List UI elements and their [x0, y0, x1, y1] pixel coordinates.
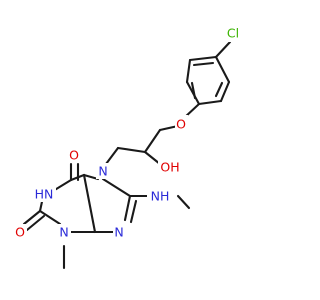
atom-cl-label: Cl	[227, 26, 239, 41]
atom-n3: N	[58, 224, 71, 240]
bond	[214, 81, 224, 98]
atom-n1-label: HN	[35, 187, 54, 202]
bond	[129, 199, 138, 224]
atom-n9: N	[113, 224, 126, 240]
bond	[190, 81, 197, 100]
atom-labels: Cl O OH N O HN N NH	[14, 24, 243, 240]
atom-o2: O	[14, 224, 27, 240]
bond	[214, 55, 231, 84]
atom-o2-label: O	[15, 225, 25, 240]
bond	[82, 173, 100, 181]
atom-nh: NH	[147, 188, 173, 204]
bond	[197, 99, 223, 106]
bond	[104, 146, 120, 166]
bond	[214, 40, 232, 59]
bond	[188, 55, 218, 62]
atom-o6-label: O	[69, 148, 79, 163]
atom-n1: HN	[32, 186, 56, 202]
atom-n7: N	[96, 163, 110, 179]
atom-n9-label: N	[114, 225, 123, 240]
atom-oh: OH	[158, 158, 182, 175]
atom-oh-label: OH	[160, 160, 179, 175]
bond	[192, 61, 215, 67]
bond	[101, 177, 132, 198]
atom-o6: O	[68, 147, 81, 163]
bond	[219, 80, 231, 103]
bond	[22, 209, 42, 226]
atom-o-ether-label: O	[176, 117, 186, 132]
bond	[185, 58, 192, 84]
atom-nh-label: NH	[151, 189, 170, 204]
atom-n7-label: N	[98, 164, 107, 179]
molecule-structure-diagram: Cl O OH N O HN N NH	[14, 24, 243, 270]
bond	[176, 194, 191, 210]
bond	[116, 146, 147, 154]
atom-o-ether: O	[175, 115, 188, 132]
bonds	[22, 40, 232, 270]
bond	[38, 209, 62, 226]
bond	[123, 194, 132, 222]
bond	[143, 150, 162, 166]
bond	[25, 214, 46, 232]
bond	[143, 128, 162, 154]
atom-cl: Cl	[223, 24, 243, 42]
bond	[82, 173, 97, 234]
atom-n3-label: N	[59, 225, 68, 240]
